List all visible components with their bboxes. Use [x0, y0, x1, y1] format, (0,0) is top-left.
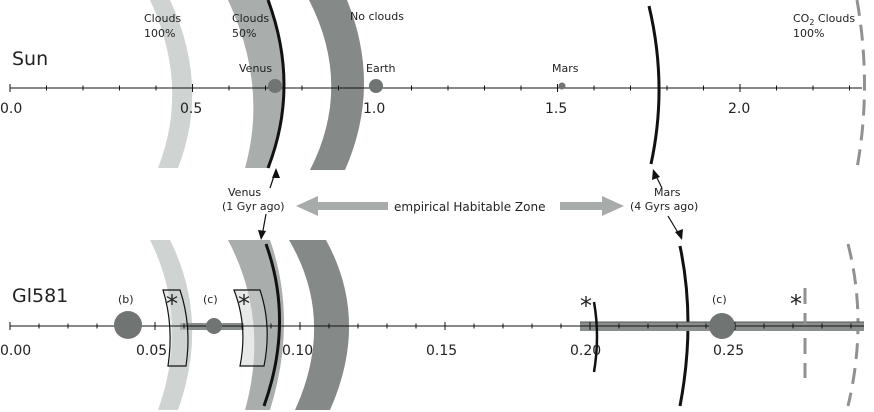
sun-tick-2: 1.0: [363, 101, 385, 117]
mars-label: Mars: [552, 62, 579, 75]
gl581-tick-3: 0.15: [426, 343, 457, 359]
venus-dot: [268, 79, 282, 93]
planet-c-label: (c): [203, 293, 218, 306]
mars-arrowhead-up: [652, 169, 660, 180]
planet-d-dot: [709, 313, 735, 339]
mars-note-line1: Mars: [654, 186, 681, 199]
sun-tick-0: 0.0: [0, 101, 22, 117]
venus-arrowhead-down: [258, 230, 266, 240]
gl581-tick-0: 0.00: [0, 343, 31, 359]
clouds-50-label-line1: Clouds: [232, 12, 269, 25]
inner-edge-line-top: [266, 0, 286, 169]
gl581-tick-2: 0.10: [282, 343, 313, 359]
planet-b-dot: [114, 311, 142, 339]
middle-annotations: Venus (1 Gyr ago) Mars (4 Gyrs ago) empi…: [222, 168, 698, 240]
clouds-100-label-line1: Clouds: [144, 12, 181, 25]
habitable-box-outer: [233, 289, 268, 367]
star-marker-2: *: [238, 290, 250, 318]
sun-title: Sun: [12, 48, 48, 70]
mars-arrowhead-down: [675, 229, 683, 240]
clouds-100-label-line2: 100%: [144, 27, 175, 40]
outer-edge-line-top: [647, 5, 661, 165]
inner-edge-line-bottom: [262, 243, 281, 407]
star-marker-3: *: [580, 292, 592, 320]
band-clouds-100-bottom: [150, 240, 193, 410]
venus-note-line1: Venus: [228, 186, 261, 199]
band-clouds-50-top: [228, 0, 283, 168]
marker-line-020: [592, 301, 599, 373]
venus-label: Venus: [239, 62, 272, 75]
hz-label: empirical Habitable Zone: [394, 200, 545, 214]
co2-clouds-label-line1: CO2 Clouds: [793, 12, 855, 27]
no-clouds-label: No clouds: [350, 10, 404, 23]
co2-clouds-label-line2: 100%: [793, 27, 824, 40]
sun-panel: Sun Clouds 100% Clouds 50% No clouds CO2…: [0, 0, 866, 170]
sun-tick-4: 2.0: [728, 101, 750, 117]
gl581-tick-5: 0.25: [713, 343, 744, 359]
clouds-50-label-line2: 50%: [232, 27, 256, 40]
gl581-panel: Gl581 (b) (c) (c) * * * * 0.00 0.05 0.10…: [0, 240, 864, 410]
mars-note-line2: (4 Gyrs ago): [630, 200, 698, 213]
sun-tick-3: 1.5: [545, 101, 567, 117]
star-marker-1: *: [166, 290, 178, 318]
earth-label: Earth: [366, 62, 396, 75]
star-marker-4: *: [790, 290, 802, 318]
band-no-clouds-top: [309, 0, 365, 170]
mars-dot: [558, 82, 566, 90]
planet-c-dot: [206, 318, 222, 334]
hz-label-bg: [388, 198, 560, 214]
band-clouds-100-top: [150, 0, 193, 168]
band-no-clouds-bottom: [289, 240, 350, 410]
habitable-box-inner: [162, 289, 189, 367]
gl581-title: Gl581: [12, 285, 68, 307]
sun-tick-1: 0.5: [180, 101, 202, 117]
co2-dashed-line-top: [855, 0, 866, 169]
gl581-tick-4: 0.20: [570, 343, 601, 359]
gl581-tick-1: 0.05: [136, 343, 167, 359]
planet-b-label: (b): [118, 293, 134, 306]
planet-d-label: (c): [712, 293, 727, 306]
earth-dot: [369, 79, 383, 93]
venus-note-line2: (1 Gyr ago): [222, 200, 285, 213]
venus-arrowhead-up: [272, 168, 280, 178]
